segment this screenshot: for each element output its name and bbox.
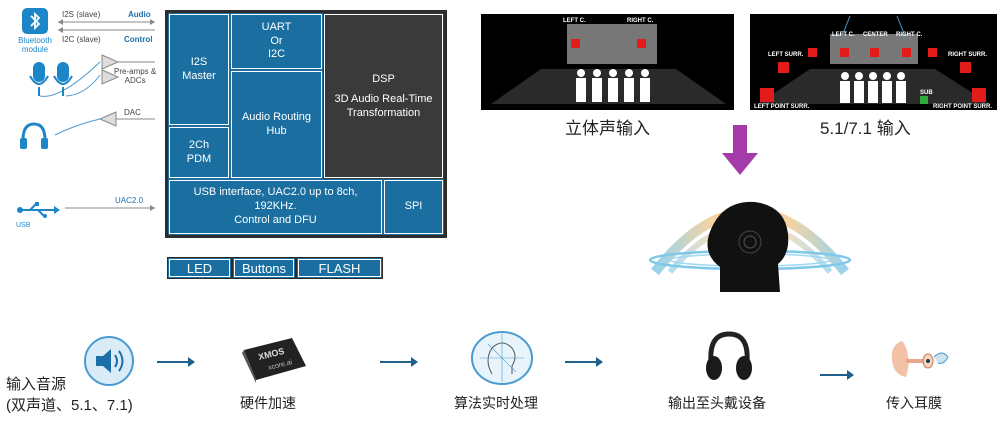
usb-interface-block: USB interface, UAC2.0 up to 8ch, 192KHz.… [168, 179, 383, 235]
surround-center-speaker [870, 48, 879, 57]
bluetooth-icon [22, 8, 48, 34]
stereo-layout-panel: LEFT C. RIGHT C. [481, 14, 734, 110]
hardware-acceleration-label: 硬件加速 [240, 395, 296, 411]
eardrum-label: 传入耳膜 [886, 395, 942, 411]
stereo-right-speaker [637, 39, 646, 48]
ear-anatomy-icon [888, 335, 952, 388]
surround-right-point-speaker [972, 88, 986, 102]
surround-right-c-speaker [902, 48, 911, 57]
surround-left-point-speaker [760, 88, 774, 102]
surround-right-point-label: RIGHT POINT SURR. [933, 104, 993, 110]
spatial-head-illustration [648, 201, 852, 292]
algorithm-processing-label: 算法实时处理 [454, 395, 538, 411]
dsp-description: 3D Audio Real-Time Transformation [334, 92, 433, 120]
flow-arrow-3 [565, 357, 603, 367]
headset-output-label: 输出至头戴设备 [668, 395, 766, 411]
surround-far-left-speaker [778, 62, 789, 73]
i2s-label: I2S (slave) [62, 10, 101, 19]
input-source-label: 输入音源 (双声道、5.1、7.1) [6, 376, 133, 414]
surround-sub-label: SUB [920, 90, 933, 96]
dac-label: DAC [124, 108, 141, 117]
buttons-block: Buttons [233, 258, 295, 278]
microphone-icon [28, 60, 50, 105]
flow-arrow-4 [820, 370, 854, 380]
surround-right-surr-label: RIGHT SURR. [948, 52, 987, 58]
bluetooth-label: Bluetooth module [18, 36, 52, 54]
surround-left-c-speaker [840, 48, 849, 57]
led-block: LED [168, 258, 231, 278]
flash-block: FLASH [297, 258, 382, 278]
subwoofer-speaker [920, 96, 928, 104]
stereo-left-speaker [571, 39, 580, 48]
peripheral-wiring [39, 19, 155, 211]
flow-arrow-2 [380, 357, 418, 367]
uac-label: UAC2.0 [115, 196, 144, 205]
surround-left-surr-speaker [808, 48, 817, 57]
flow-arrow-1 [157, 357, 195, 367]
preamp-label: Pre-amps & ADCs [114, 67, 157, 85]
i2c-label: I2C (slave) [62, 35, 101, 44]
control-label: Control [124, 35, 153, 44]
uart-block: UART Or I2C [230, 13, 323, 70]
i2s-master-block: I2S Master [168, 13, 230, 126]
surround-left-c-label: LEFT C. [832, 32, 855, 38]
surround-right-c-label: RIGHT C. [896, 32, 923, 38]
spi-block: SPI [383, 179, 444, 235]
dsp-title: DSP [372, 72, 395, 85]
down-arrow-icon [722, 125, 758, 175]
surround-caption: 5.1/7.1 输入 [820, 119, 911, 138]
microphone-icon [52, 60, 74, 105]
stereo-caption: 立体声输入 [565, 119, 650, 138]
headphones-icon [18, 120, 50, 157]
headset-icon [703, 330, 755, 391]
usb-label: USB [16, 222, 31, 229]
surround-right-surr-speaker [928, 48, 937, 57]
audio-routing-block: Audio Routing Hub [230, 70, 323, 179]
xcore-architecture-block: I2S Master UART Or I2C DSP 3D Audio Real… [165, 10, 447, 238]
pdm-block: 2Ch PDM [168, 126, 230, 179]
stereo-left-label: LEFT C. [563, 18, 586, 24]
surround-left-point-label: LEFT POINT SURR. [754, 104, 810, 110]
surround-layout-panel: LEFT C. CENTER RIGHT C. LEFT SURR. RIGHT… [750, 14, 997, 110]
usb-icon [16, 202, 60, 223]
surround-far-right-speaker [960, 62, 971, 73]
surround-left-surr-label: LEFT SURR. [768, 52, 804, 58]
speaker-volume-icon [83, 335, 135, 392]
stereo-right-label: RIGHT C. [627, 18, 654, 24]
audio-label: Audio [128, 10, 151, 19]
head-processing-icon [470, 330, 534, 391]
surround-center-label: CENTER [863, 32, 888, 38]
dsp-block: DSP 3D Audio Real-Time Transformation [323, 13, 444, 179]
listeners-group [840, 72, 906, 103]
listeners-group [576, 69, 650, 102]
xmos-chip-icon [238, 336, 310, 389]
